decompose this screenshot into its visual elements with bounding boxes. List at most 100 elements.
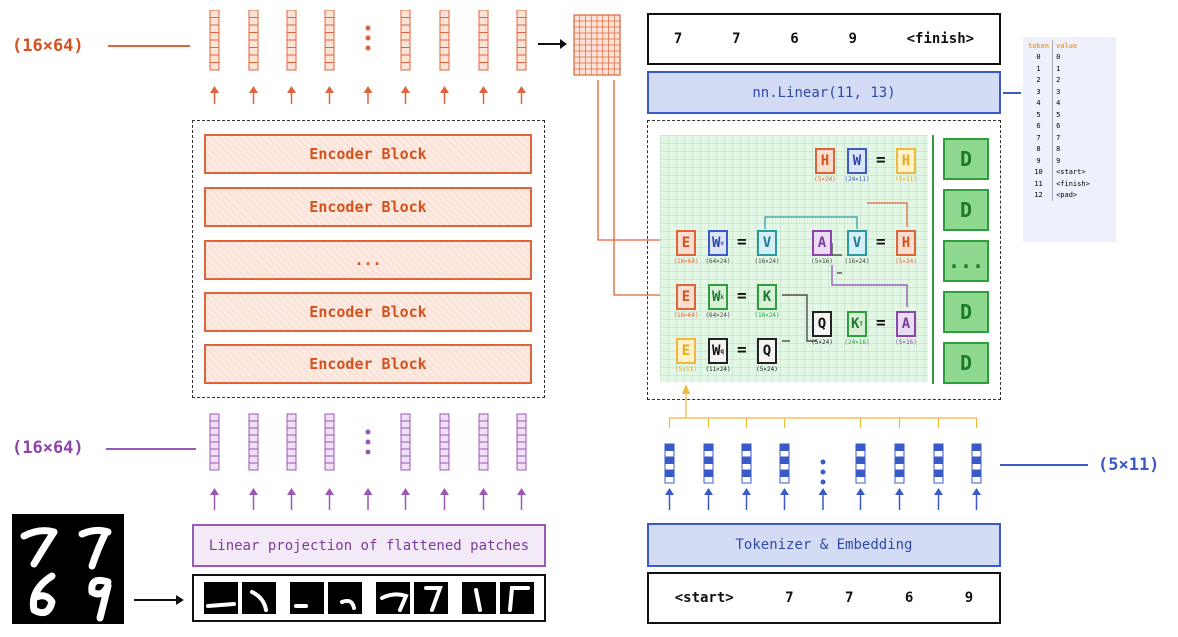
decoder-block: D [943,189,989,231]
token-cell [516,10,527,18]
connector-line [668,417,978,428]
equals-sign: = [737,286,747,305]
token-cell [439,420,450,429]
token-cell [439,32,450,41]
embedding-to-attention-lines [668,384,978,428]
matrix-h: H [815,148,835,174]
attention-connectors [764,202,908,342]
token-cell [478,17,489,26]
token-cell [779,443,790,451]
token-cell [478,62,489,71]
token-cell [439,462,450,471]
token-id-cell: 7 [1025,132,1054,144]
matrix-dim: (5×16) [895,339,917,346]
token-cell [324,39,335,48]
token-value-cell: 2 [1056,76,1061,85]
token-cell [209,54,220,63]
token-cell [971,476,982,484]
token-cell [248,434,259,443]
token-cell [894,456,905,464]
token-value-cell: 9 [1056,156,1061,165]
token-cell [439,39,450,48]
token-cell [478,47,489,56]
matrix-e: E [676,230,696,256]
up-arrow-icon [325,488,334,495]
mnist-input-image [12,514,124,624]
token-value-cell: <finish> [1056,179,1090,188]
linear-head-box: nn.Linear(11, 13) [647,71,1001,114]
token-embedding-strips [664,443,982,510]
token-cell [248,24,259,33]
token-cell [855,456,866,464]
token-cell [248,10,259,18]
token-cell [248,427,259,436]
token-cell [478,420,489,429]
matrix-w-letter: W [711,289,721,305]
token-cell [400,10,411,18]
token-cell [286,441,297,450]
matrix-e-query: E [676,338,696,364]
token-value-cell: 6 [1056,122,1061,131]
matrix-dim: (5×16) [811,258,833,265]
decoder-stack [647,120,1001,400]
token-cell [894,476,905,484]
token-cell [894,469,905,477]
token-cell [248,448,259,457]
token-cell [516,462,527,471]
decoder-block-ellipsis: ... [943,240,989,282]
flattened-patches [204,582,534,614]
token-cell [209,441,220,450]
decoder-block: D [943,138,989,180]
token-cell [400,420,411,429]
matrix-dim: (16×24) [754,258,780,265]
ellipsis-dot [365,439,371,445]
token-value-cell: <start> [1056,168,1086,177]
token-cell [248,441,259,450]
ellipsis-dot [365,25,371,31]
up-arrow-icon [363,86,373,93]
token-cell [933,450,944,458]
token-cell [741,469,752,477]
token-cell [286,448,297,457]
input-token: 7 [845,590,854,606]
token-cell [478,413,489,422]
up-arrow-icon [780,488,789,495]
token-cell [286,462,297,471]
matrix-h-attn: H [896,230,916,256]
ellipsis-dot [365,35,371,41]
token-cell [324,427,335,436]
token-cell [400,47,411,56]
token-id-cell: 9 [1025,155,1054,167]
image-patches-row [192,574,546,622]
matrix-dim: (5×24) [895,258,917,265]
token-id-cell: 4 [1025,97,1054,109]
matrix-dim: (5×24) [756,366,778,373]
attention-divider [932,135,934,384]
token-cell [209,17,220,26]
token-cell [286,434,297,443]
token-cell [516,17,527,26]
ellipsis-dot [820,469,826,475]
token-cell [664,463,675,471]
token-cell [779,476,790,484]
token-cell [400,32,411,41]
equals-sign: = [737,232,747,251]
output-tokens-box: 7 7 6 9 <finish> [647,13,1001,65]
token-cell [209,62,220,71]
token-cell [741,443,752,451]
up-arrow-icon [479,488,488,495]
input-token: 9 [964,590,974,606]
token-id-cell: 6 [1025,120,1054,132]
token-cell [248,32,259,41]
token-cell [933,476,944,484]
token-cell [286,32,297,41]
encoder-stack [192,120,545,398]
matrix-v2: V [847,230,867,256]
token-cell [286,413,297,422]
